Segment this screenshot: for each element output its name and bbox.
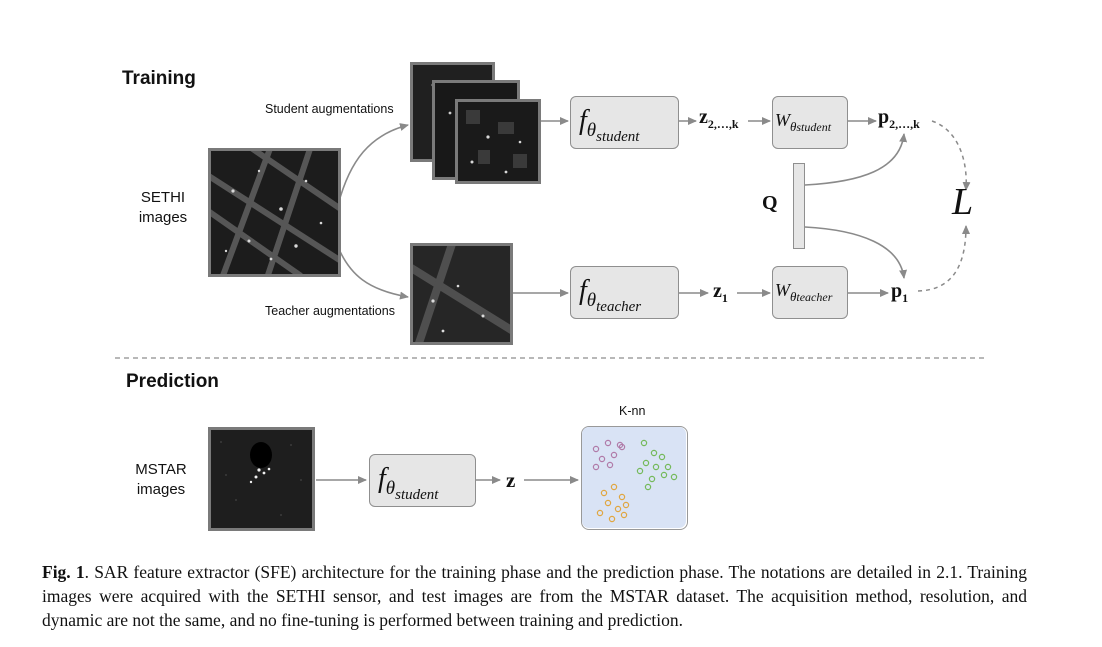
knn-point-green (650, 449, 658, 457)
w-teacher-formula: Wθteacher (775, 280, 833, 304)
knn-point-orange (620, 511, 628, 519)
p-teacher-label: p1 (891, 280, 909, 305)
caption-text: . SAR feature extractor (SFE) architectu… (42, 562, 1027, 630)
dashed-p1-to-loss (917, 225, 970, 292)
z-teacher-label: z1 (713, 280, 728, 305)
knn-point-purple (592, 445, 600, 453)
p-student-label: p2,…,k (878, 106, 920, 131)
dashed-p-to-loss (931, 120, 971, 191)
knn-background (582, 427, 686, 528)
knn-point-orange (596, 509, 604, 517)
caption-fig-number: Fig. 1 (42, 562, 85, 582)
knn-label: K-nn (619, 404, 646, 418)
teacher-aug-image (410, 243, 513, 345)
knn-point-orange (608, 515, 616, 523)
f-student-box: fθstudent (570, 96, 679, 149)
knn-point-green (652, 463, 660, 471)
mstar-image (208, 427, 315, 531)
loss-label: L (952, 181, 974, 223)
knn-point-green (658, 453, 666, 461)
student-aug-image-3 (455, 99, 541, 184)
knn-point-green (670, 473, 678, 481)
w-student-formula: Wθstudent (775, 110, 832, 134)
knn-point-orange (610, 483, 618, 491)
knn-point-green (640, 439, 648, 447)
arrow-to-student-aug (337, 123, 409, 206)
f-student-pred-box: fθstudent (369, 454, 476, 507)
knn-point-purple (606, 461, 614, 469)
knn-point-orange (618, 493, 626, 501)
knn-point-green (642, 459, 650, 467)
sethi-image (208, 148, 341, 277)
student-aug-label: Student augmentations (265, 102, 394, 116)
training-title: Training (122, 68, 196, 89)
knn-point-green (664, 463, 672, 471)
f-student-pred-formula: fθstudent (378, 463, 439, 503)
knn-point-green (660, 471, 668, 479)
f-student-formula: fθstudent (579, 105, 640, 145)
knn-panel (581, 426, 688, 530)
knn-point-orange (622, 501, 630, 509)
arrow-q-to-pstudent (804, 133, 908, 186)
w-student-box: Wθstudent (772, 96, 848, 149)
knn-point-purple (592, 463, 600, 471)
knn-point-purple (618, 443, 626, 451)
knn-point-orange (614, 505, 622, 513)
sethi-label: SETHI images (138, 189, 188, 226)
z-pred-label: z (506, 468, 516, 492)
prediction-title: Prediction (126, 371, 219, 392)
knn-clusters (582, 427, 686, 528)
mstar-label: MSTAR images (135, 461, 187, 498)
f-teacher-formula: fθteacher (579, 275, 642, 315)
arrow-to-teacher-aug (337, 246, 409, 300)
w-teacher-box: Wθteacher (772, 266, 848, 319)
z-student-label: z2,…,k (699, 106, 739, 131)
figure-caption: Fig. 1. SAR feature extractor (SFE) arch… (42, 560, 1027, 632)
knn-point-orange (604, 499, 612, 507)
knn-point-purple (610, 451, 618, 459)
arrow-q-to-pteacher (804, 226, 907, 279)
knn-point-purple (604, 439, 612, 447)
queue-label: Q (762, 192, 778, 214)
knn-point-orange (600, 489, 608, 497)
queue-bar (793, 163, 805, 249)
knn-point-green (648, 475, 656, 483)
knn-point-purple (598, 455, 606, 463)
f-teacher-box: fθteacher (570, 266, 679, 319)
knn-point-green (636, 467, 644, 475)
teacher-aug-label: Teacher augmentations (265, 304, 395, 318)
knn-point-green (644, 483, 652, 491)
